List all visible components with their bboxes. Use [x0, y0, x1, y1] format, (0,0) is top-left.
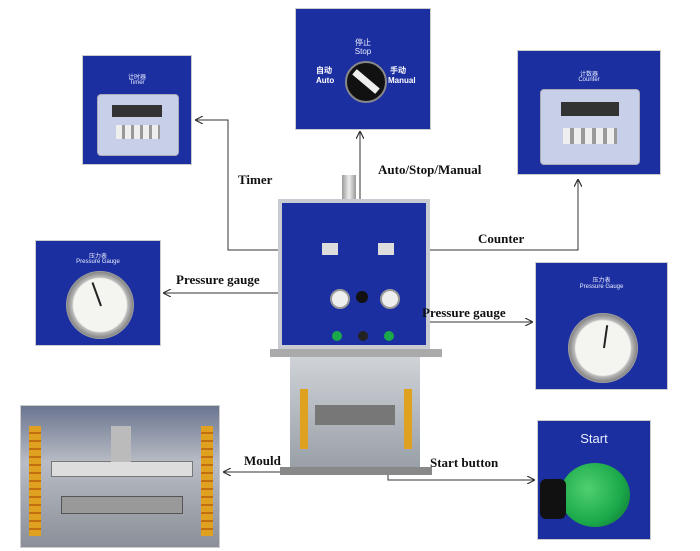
button-green-2[interactable] [384, 331, 394, 341]
start-button-green [560, 463, 630, 527]
selector-switch-photo: 停止 Stop 自动 Auto 手动 Manual [295, 8, 431, 130]
stop-en-label: Stop [354, 47, 372, 56]
gauge-left-en-label: Pressure Gauge [76, 259, 120, 265]
timer-device [97, 94, 179, 156]
button-green-1[interactable] [332, 331, 342, 341]
gauge-right-small [380, 289, 400, 309]
label-timer: Timer [238, 172, 273, 187]
button-black[interactable] [358, 331, 368, 341]
gauge-right-en-label: Pressure Gauge [579, 284, 624, 290]
gauge-left-small [330, 289, 350, 309]
counter-display [378, 243, 394, 255]
counter-en-label: Counter [578, 77, 600, 83]
label-pressure-gauge-left: Pressure gauge [176, 272, 260, 287]
stop-cn-label: 停止 [355, 38, 371, 47]
timer-photo: 计时器 Timer [82, 55, 192, 165]
machine [270, 175, 442, 475]
label-counter: Counter [478, 231, 525, 246]
start-button-photo: Start [537, 420, 651, 540]
label-mould: Mould [244, 453, 281, 468]
timer-display [322, 243, 338, 255]
gauge-left-cn-label: 压力表 [88, 254, 107, 260]
control-cabinet [278, 199, 430, 349]
auto-cn-label: 自动 [316, 66, 332, 75]
timer-en-label: Timer [129, 80, 145, 86]
arrow-counter [385, 180, 578, 251]
mould-photo [20, 405, 220, 548]
label-start-button: Start button [430, 455, 499, 470]
manual-en-label: Manual [388, 76, 416, 85]
pressure-gauge-right [568, 313, 638, 383]
pressure-gauge-left-photo: 压力表 Pressure Gauge [35, 240, 161, 346]
start-photo-label: Start [580, 431, 608, 446]
counter-photo: 计数器 Counter [517, 50, 661, 175]
pressure-gauge-left [66, 271, 134, 339]
counter-cn-label: 计数器 [579, 72, 598, 78]
auto-en-label: Auto [316, 76, 335, 85]
pressure-gauge-right-photo: 压力表 Pressure Gauge [535, 262, 668, 390]
gauge-right-cn-label: 压力表 [592, 278, 611, 284]
switch-small [356, 291, 368, 303]
arrow-timer [196, 120, 325, 251]
timer-cn-label: 计时器 [127, 75, 146, 81]
label-auto-stop-manual: Auto/Stop/Manual [378, 162, 482, 177]
label-pressure-gauge-right: Pressure gauge [422, 305, 506, 320]
manual-cn-label: 手动 [390, 66, 406, 75]
counter-device [540, 89, 640, 165]
selector-knob [345, 61, 387, 103]
